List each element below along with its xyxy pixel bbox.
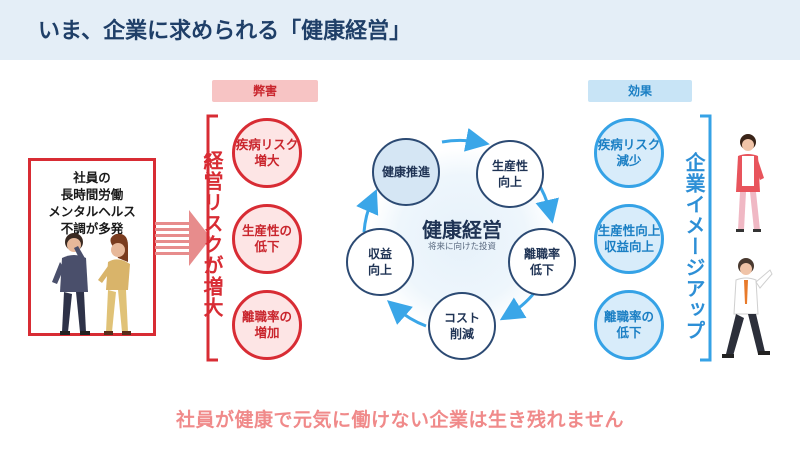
circle-line: 削減	[449, 327, 474, 341]
circle-line: 離職率の	[241, 309, 292, 324]
page-title: いま、企業に求められる「健康経営」	[38, 19, 412, 44]
circle-line: コスト	[443, 311, 480, 325]
circle-line: 収益向上	[603, 239, 654, 254]
effect-vertical-title: 企業イメージアップ	[682, 152, 706, 341]
circle-line: 低下	[254, 239, 280, 254]
effect-label: 効果	[588, 80, 692, 102]
harm-circle-disease: 疾病リスク増大	[232, 118, 302, 188]
harm-label: 弊害	[212, 80, 318, 102]
effect-circle-disease: 疾病リスク減少	[594, 118, 664, 188]
circle-line: 生産性の	[241, 223, 292, 238]
circle-line: 離職率の	[603, 309, 654, 324]
problem-line: 社員の	[73, 170, 111, 185]
circle-line: 向上	[367, 263, 392, 277]
effect-bracket	[700, 114, 712, 362]
circle-line: 生産性	[491, 159, 528, 173]
bottom-message: 社員が健康で元気に働けない企業は生き残れません	[176, 409, 624, 431]
arrow-right-icon	[155, 210, 211, 266]
effect-circle-productivity: 生産性向上収益向上	[594, 204, 664, 274]
harm-vertical-title: 経営リスクが増大	[200, 150, 224, 318]
cycle-title: 健康経営	[422, 218, 502, 242]
problem-line: 長時間労働	[60, 187, 124, 202]
circle-line: 生産性向上	[597, 223, 661, 238]
cycle-node-productivity: 生産性向上	[476, 140, 544, 208]
problem-line: メンタルヘルス	[48, 204, 136, 219]
circle-line: 離職率	[523, 247, 560, 261]
circle-line: 低下	[616, 325, 642, 340]
cycle-node-revenue: 収益向上	[346, 228, 414, 296]
circle-line: 健康推進	[381, 165, 430, 179]
circle-line: 低下	[529, 263, 554, 277]
circle-line: 増大	[254, 153, 280, 168]
cycle-node-turnover: 離職率低下	[508, 228, 576, 296]
circle-line: 疾病リスク	[235, 137, 299, 152]
circle-line: 減少	[616, 153, 642, 168]
problem-box: 社員の 長時間労働 メンタルヘルス 不調が多発	[28, 158, 156, 336]
cycle-node-health: 健康推進	[372, 138, 440, 206]
harm-circle-turnover: 離職率の増加	[232, 290, 302, 360]
harm-bracket	[206, 114, 218, 362]
problem-line: 不調が多発	[60, 221, 124, 236]
circle-line: 増加	[254, 325, 280, 340]
circle-line: 収益	[367, 247, 392, 261]
header-bar: いま、企業に求められる「健康経営」	[0, 0, 800, 60]
business-people-illustration	[722, 134, 773, 358]
problem-text: 社員の 長時間労働 メンタルヘルス 不調が多発	[31, 169, 153, 237]
circle-line: 疾病リスク	[597, 137, 661, 152]
harm-circle-productivity: 生産性の低下	[232, 204, 302, 274]
cycle-subtitle: 将来に向けた投資	[427, 242, 496, 252]
cycle-node-cost: コスト削減	[428, 292, 496, 360]
circle-line: 向上	[497, 175, 522, 189]
tired-people-illustration	[52, 233, 131, 335]
effect-circle-turnover: 離職率の低下	[594, 290, 664, 360]
